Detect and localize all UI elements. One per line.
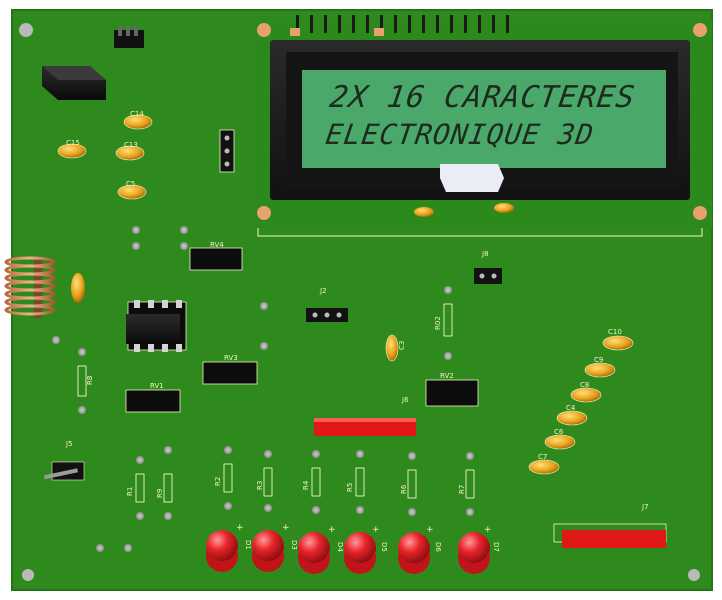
svg-text:+: + — [236, 523, 244, 533]
resistor-r02: R02 — [434, 286, 453, 360]
led-d1: + D1 — [206, 523, 252, 572]
label-d4: D4 — [336, 542, 344, 552]
header-j6: J6 — [314, 396, 416, 436]
label-d1: D1 — [244, 540, 252, 550]
trimmer-rv4: RV4 — [189, 241, 243, 271]
label-r02: R02 — [434, 316, 442, 330]
top-left-components — [42, 26, 235, 173]
svg-text:+: + — [426, 525, 434, 535]
label-rv2: RV2 — [440, 372, 454, 380]
lcd-text-line-1: 2X 16 CARACTERES — [327, 80, 638, 115]
trimmer-rv3: RV3 — [202, 354, 258, 385]
led-d4: + D4 — [298, 525, 344, 574]
svg-text:+: + — [328, 525, 336, 535]
via-pads — [52, 226, 268, 552]
lcd-module — [254, 15, 712, 237]
header-j8: J8 — [474, 250, 502, 284]
label-rv3: RV3 — [224, 354, 238, 362]
ic-dip8 — [126, 300, 187, 352]
capacitors-right: C10 C9 C8 C4 C6 C7 — [528, 328, 634, 475]
label-c15: C15 — [66, 139, 80, 147]
label-r8: R8 — [86, 376, 94, 385]
label-c14: C14 — [130, 110, 144, 118]
label-j8: J8 — [481, 250, 489, 258]
header-j7: J7 — [553, 503, 667, 548]
label-j7: J7 — [641, 503, 649, 511]
label-r4: R4 — [302, 480, 310, 490]
header-j2: J2 — [306, 287, 348, 322]
capacitors-top-left: C14 C15 C13 C5 — [57, 110, 153, 200]
label-c9: C9 — [594, 356, 603, 364]
led-d3: + D3 — [252, 523, 298, 572]
lcd-backlight-tab — [440, 164, 504, 192]
lcd-header-pins — [290, 15, 509, 36]
label-c7: C7 — [538, 453, 547, 461]
svg-text:+: + — [282, 523, 290, 533]
label-c6: C6 — [554, 428, 564, 436]
lcd-mount-hole-icon — [257, 23, 271, 37]
capacitor-c3: C3 — [385, 334, 406, 362]
lcd-text-line-2: ELECTRONIQUE 3D — [323, 118, 597, 151]
label-r1: R1 — [126, 487, 134, 496]
label-d5: D5 — [380, 542, 388, 552]
label-j6: J6 — [401, 396, 409, 404]
label-rv4: RV4 — [210, 241, 224, 249]
label-r2: R2 — [214, 477, 222, 486]
inductor-coil — [4, 256, 85, 318]
label-r5: R5 — [346, 483, 354, 492]
bottom-resistors: R1 R9 R2 R3 R4 R5 R6 — [126, 446, 475, 520]
label-r7: R7 — [458, 485, 466, 494]
label-rv1: RV1 — [150, 382, 164, 390]
lcd-screen — [302, 70, 666, 168]
led-d5: + D5 — [344, 525, 388, 574]
label-r3: R3 — [256, 481, 264, 490]
trimmer-rv2: RV2 — [425, 372, 479, 407]
label-r9: R9 — [156, 489, 164, 498]
label-c4: C4 — [566, 404, 576, 412]
trimmer-rv1: RV1 — [125, 382, 181, 413]
label-c13: C13 — [124, 141, 138, 149]
label-d7: D7 — [492, 542, 500, 552]
label-c5: C5 — [126, 180, 135, 188]
leds: + D1 + D3 + D4 + D5 + D6 + D7 — [206, 523, 500, 574]
svg-text:+: + — [484, 525, 492, 535]
mounting-holes — [19, 23, 700, 581]
led-d7: + D7 — [458, 525, 500, 574]
label-d3: D3 — [290, 540, 298, 550]
svg-text:+: + — [372, 525, 380, 535]
label-r6: R6 — [400, 484, 408, 494]
header-j5: J5 — [43, 440, 85, 481]
resistor-r8: R8 — [77, 348, 94, 414]
label-c10: C10 — [608, 328, 622, 336]
label-j2: J2 — [319, 287, 327, 295]
label-j5: J5 — [65, 440, 73, 448]
led-d6: + D6 — [398, 525, 442, 574]
label-d6: D6 — [434, 542, 442, 552]
label-c3: C3 — [398, 341, 406, 350]
label-c8: C8 — [580, 381, 589, 389]
